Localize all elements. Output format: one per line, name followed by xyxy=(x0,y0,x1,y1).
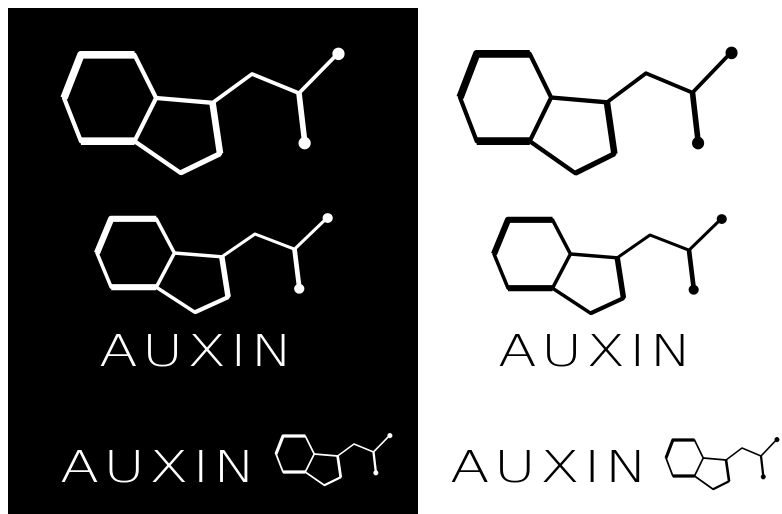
wordmark-text: AUXIN xyxy=(498,326,696,377)
molecule-icon xyxy=(664,435,781,491)
dark-panel xyxy=(8,8,418,514)
wordmark-text: AUXIN xyxy=(450,442,652,493)
wordmark-text: AUXIN xyxy=(99,326,297,377)
molecule-icon xyxy=(494,214,726,313)
wordmark-text: AUXIN xyxy=(60,442,260,493)
molecule-icon xyxy=(64,48,344,173)
molecule-icon xyxy=(274,431,394,487)
molecule-icon xyxy=(460,47,737,173)
molecule-icon xyxy=(97,213,332,312)
